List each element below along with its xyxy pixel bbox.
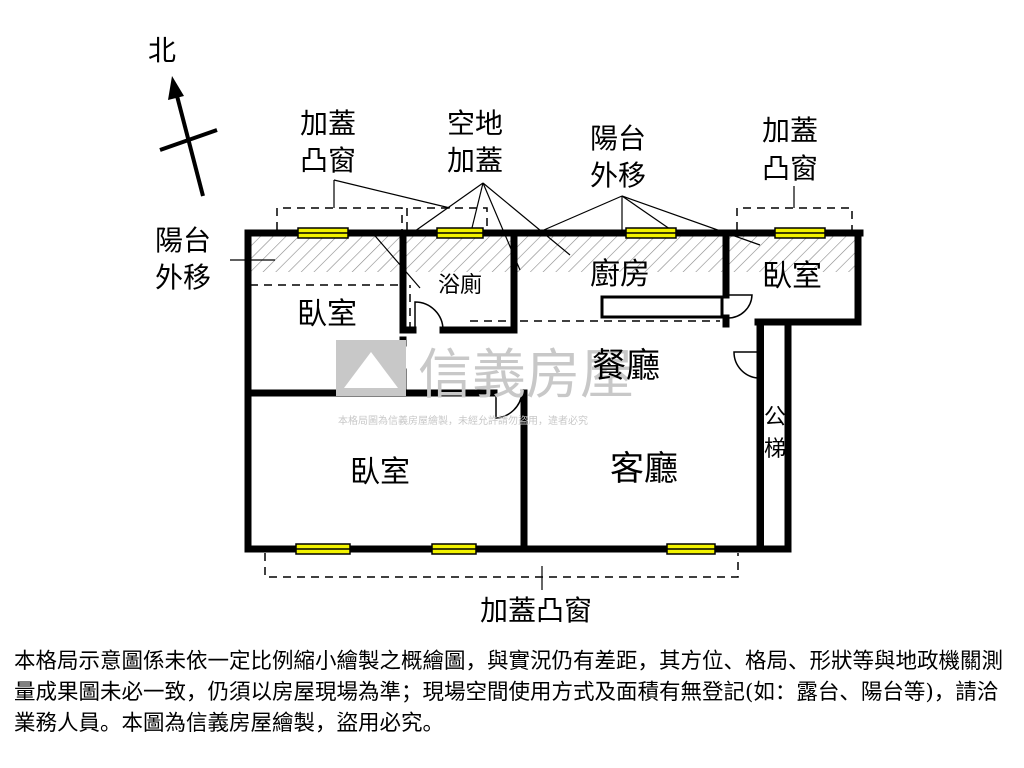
- annotation-labels: 加蓋 凸窗 空地 加蓋 陽台 外移 加蓋 凸窗 陽台 外移 加蓋凸窗: [155, 107, 818, 627]
- balcony-top-line2: 外移: [590, 159, 646, 192]
- watermark: 信義房屋 本格局圖為信義房屋繪製，未經允許請勿盜用，違者必究: [336, 340, 634, 427]
- north-label: 北: [148, 34, 176, 67]
- bay-window-top-left-line1: 加蓋: [300, 107, 356, 140]
- windows: [295, 227, 826, 555]
- room-bathroom: 浴廁: [438, 273, 482, 298]
- bay-window-top-left-line2: 凸窗: [300, 144, 356, 177]
- room-public-stairs-2: 梯: [764, 437, 786, 462]
- window-bottom-3: [666, 543, 716, 555]
- balcony-left-line1: 陽台: [155, 224, 211, 257]
- room-bedroom-top-left: 臥室: [297, 297, 357, 332]
- room-kitchen: 廚房: [590, 257, 650, 292]
- brand-logo-icon: [336, 340, 406, 396]
- watermark-brand: 信義房屋: [418, 343, 634, 406]
- window-top-3: [625, 227, 677, 239]
- room-labels: 臥室 浴廁 廚房 臥室 餐廳 客廳 臥室 公 梯: [297, 257, 822, 490]
- room-bedroom-bottom-left: 臥室: [350, 455, 410, 490]
- kitchen-counter: [600, 295, 724, 319]
- room-dining: 餐廳: [592, 346, 660, 386]
- window-top-4: [774, 227, 826, 239]
- bay-window-top-right-line2: 凸窗: [762, 152, 818, 185]
- room-public-stairs-1: 公: [764, 405, 786, 430]
- floor-plan: 北: [148, 34, 864, 627]
- room-bedroom-top-right: 臥室: [762, 259, 822, 294]
- balcony-top-line1: 陽台: [590, 122, 646, 155]
- bay-window-bottom-label: 加蓋凸窗: [480, 594, 592, 627]
- window-top-1: [297, 227, 349, 239]
- watermark-notice: 本格局圖為信義房屋繪製，未經允許請勿盜用，違者必究: [338, 414, 588, 427]
- open-land-line2: 加蓋: [447, 144, 503, 177]
- window-bottom-1: [295, 543, 351, 555]
- room-living: 客廳: [610, 449, 678, 489]
- disclaimer-text: 本格局示意圖係未依一定比例縮小繪製之概繪圖，與實況仍有差距，其方位、格局、形狀等…: [14, 649, 1004, 736]
- window-top-2: [436, 227, 484, 239]
- bay-window-top-right-line1: 加蓋: [762, 114, 818, 147]
- north-compass: 北: [148, 34, 218, 197]
- balcony-left-line2: 外移: [155, 261, 211, 294]
- window-bottom-2: [431, 543, 477, 555]
- open-land-line1: 空地: [447, 107, 503, 140]
